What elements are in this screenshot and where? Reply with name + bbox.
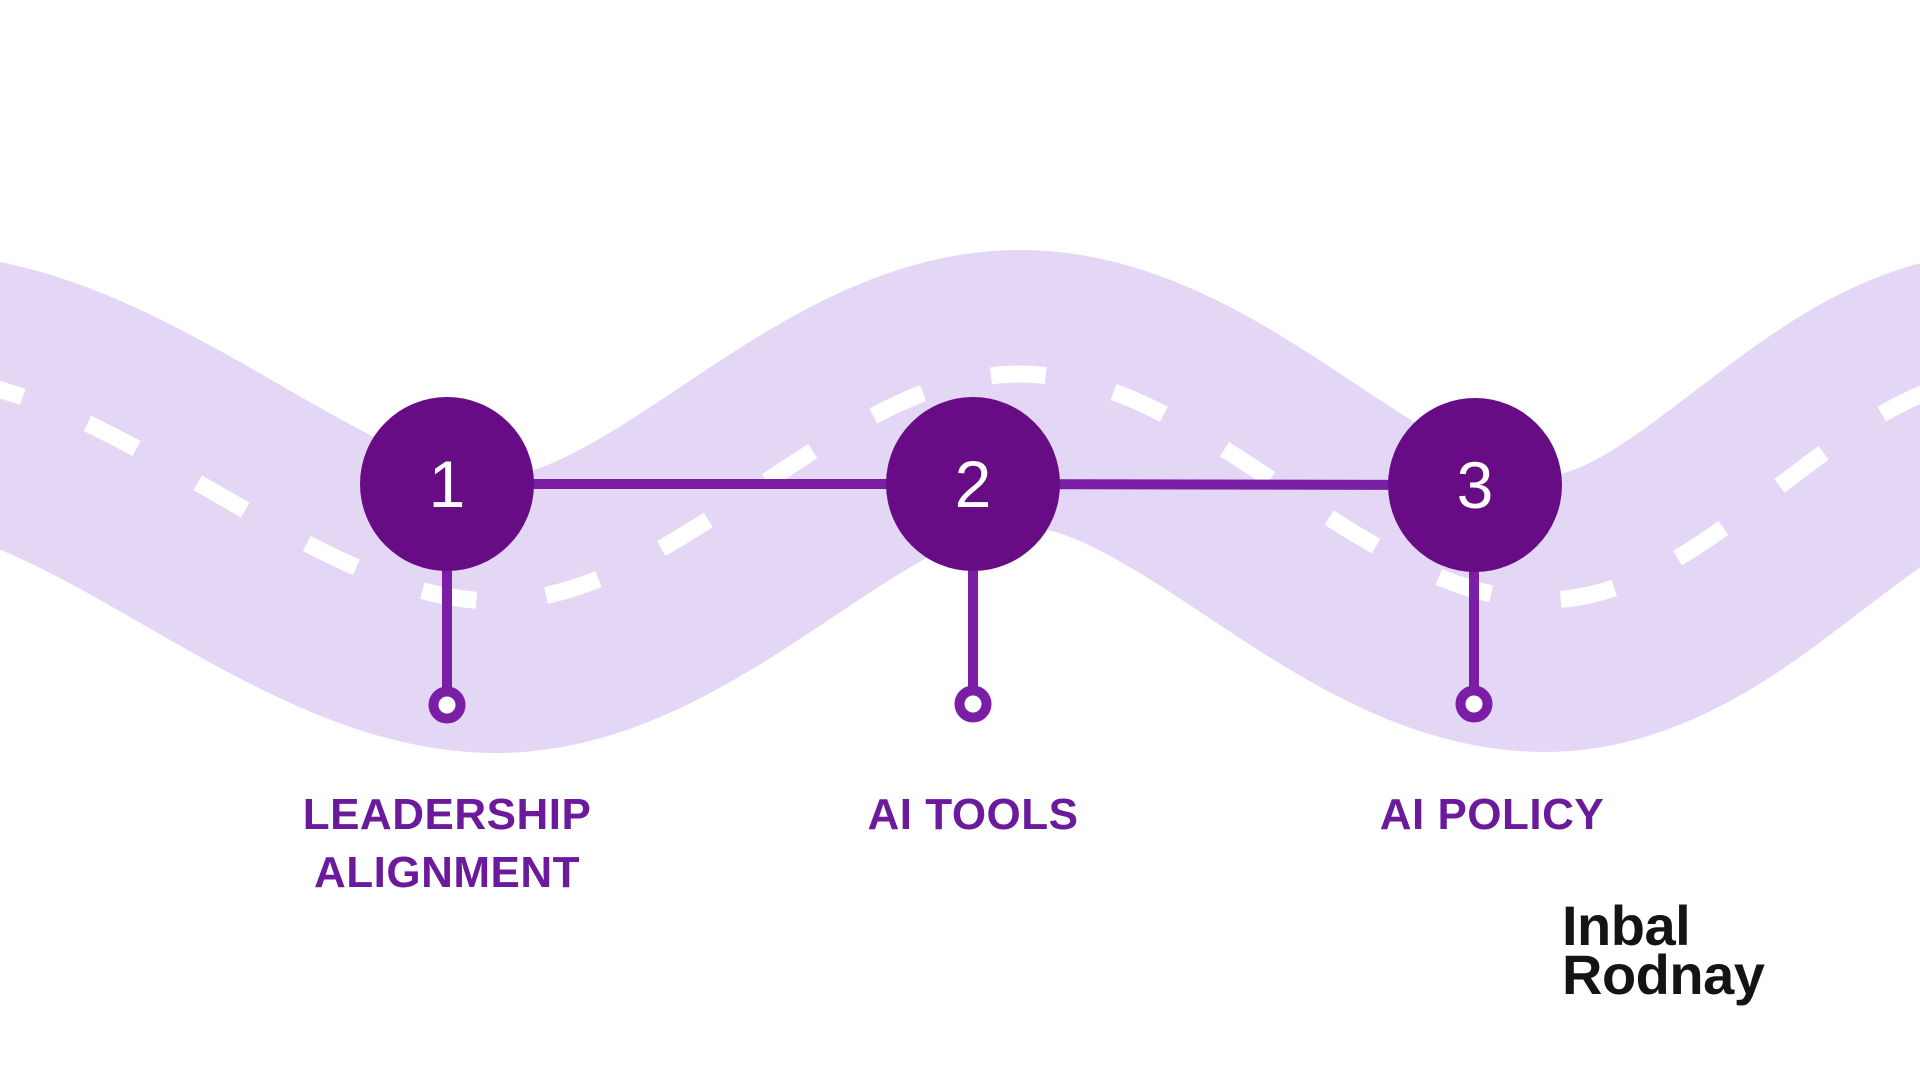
road-center-dashes [0,365,1920,610]
step-number-3: 3 [1456,448,1494,522]
step-number-1: 1 [428,447,466,521]
step-node-1: 1 [360,397,534,571]
inbal-rodnay-logo: Inbal Rodnay [1562,894,1765,1006]
milestone-ring-2 [954,685,992,723]
milestone-ring-1 [428,686,466,724]
step-number-2: 2 [954,447,992,521]
milestone-ring-3 [1455,685,1493,723]
step-label-leadership-alignment: LEADERSHIP ALIGNMENT [302,790,592,897]
step-node-3: 3 [1388,398,1562,572]
road-band [0,249,1920,754]
step-label-ai-policy: AI POLICY [1379,790,1605,839]
step-node-2: 2 [886,397,1060,571]
step-label-ai-tools: AI TOOLS [867,790,1079,839]
